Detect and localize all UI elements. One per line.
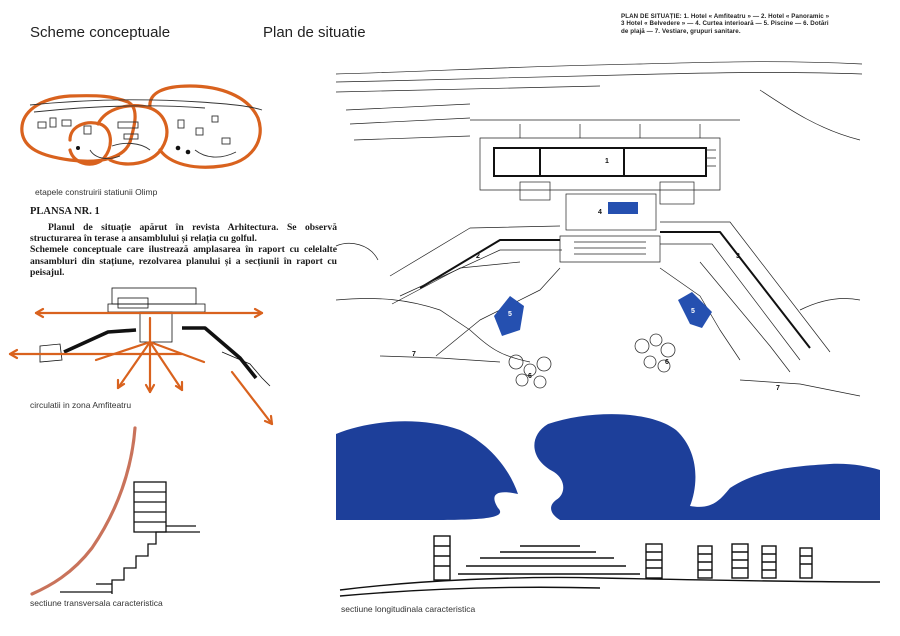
plan-label-6b: 6 (665, 359, 669, 366)
plan-label-4: 4 (598, 209, 602, 216)
plansa-title: PLANSA NR. 1 (30, 206, 100, 217)
legend-line-2: 3 Hotel « Belvedere » — 4. Curtea interi… (621, 20, 829, 28)
plan-label-5a: 5 (508, 311, 512, 318)
legend-line-1: PLAN DE SITUAȚIE: 1. Hotel « Amfiteatru … (621, 13, 830, 20)
plansa-description: Planul de situație apărut în revista Arh… (30, 222, 337, 278)
caption-circulation: circulatii in zona Amfiteatru (30, 400, 132, 410)
plan-label-1: 1 (605, 158, 609, 165)
plan-label-6a: 6 (528, 373, 532, 380)
plan-label-3: 3 (736, 253, 740, 260)
legend-line-3: de plajă — 7. Vestiare, grupuri sanitare… (621, 27, 741, 35)
site-plan-legend: PLAN DE SITUAȚIE: 1. Hotel « Amfiteatru … (621, 13, 891, 35)
plansa-paragraph-2: Schemele conceptuale care ilustrează amp… (30, 244, 337, 278)
caption-stages: etapele construirii statiunii Olimp (35, 187, 158, 197)
heading-conceptual-schemes: Scheme conceptuale (30, 24, 171, 41)
plan-label-5b: 5 (691, 308, 695, 315)
plan-label-2: 2 (476, 253, 480, 260)
plan-label-7b: 7 (776, 385, 780, 392)
caption-transversal: sectiune transversala caracteristica (30, 598, 163, 608)
plansa-paragraph-1: Planul de situație apărut în revista Arh… (30, 222, 337, 245)
plan-label-7a: 7 (412, 351, 416, 358)
heading-site-plan: Plan de situatie (263, 24, 366, 41)
caption-longitudinal: sectiune longitudinala caracteristica (341, 604, 476, 614)
